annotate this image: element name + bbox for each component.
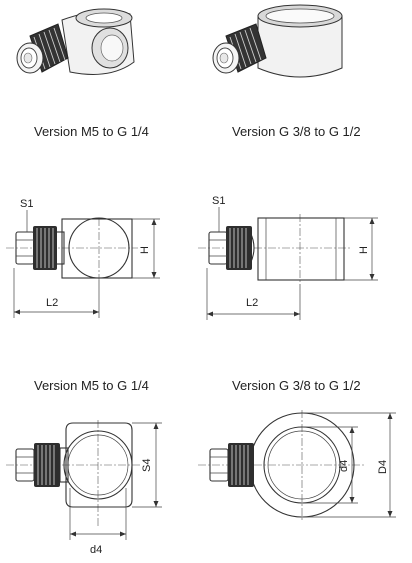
dim-h-right: H — [358, 246, 370, 254]
top-view-g38 — [198, 410, 396, 520]
caption-top-left: Version M5 to G 1/4 — [34, 124, 149, 139]
dim-D4: D4 — [377, 460, 389, 474]
dim-h-left: H — [139, 246, 151, 254]
caption-mid-right: Version G 3/8 to G 1/2 — [232, 378, 361, 393]
dim-s1-left: S1 — [20, 198, 33, 210]
iso-view-g38 — [212, 4, 343, 78]
dim-d4-right: d4 — [338, 460, 350, 472]
dim-d4-left: d4 — [90, 544, 102, 556]
dim-l2-left: L2 — [46, 297, 58, 309]
caption-top-right: Version G 3/8 to G 1/2 — [232, 124, 361, 139]
dim-s1-right: S1 — [212, 195, 225, 207]
side-view-g38 — [198, 207, 378, 320]
dim-l2-right: L2 — [246, 297, 258, 309]
top-view-m5 — [6, 420, 162, 540]
side-view-m5 — [6, 210, 160, 318]
iso-view-m5 — [16, 8, 135, 75]
dim-s4: S4 — [141, 459, 153, 472]
caption-mid-left: Version M5 to G 1/4 — [34, 378, 149, 393]
